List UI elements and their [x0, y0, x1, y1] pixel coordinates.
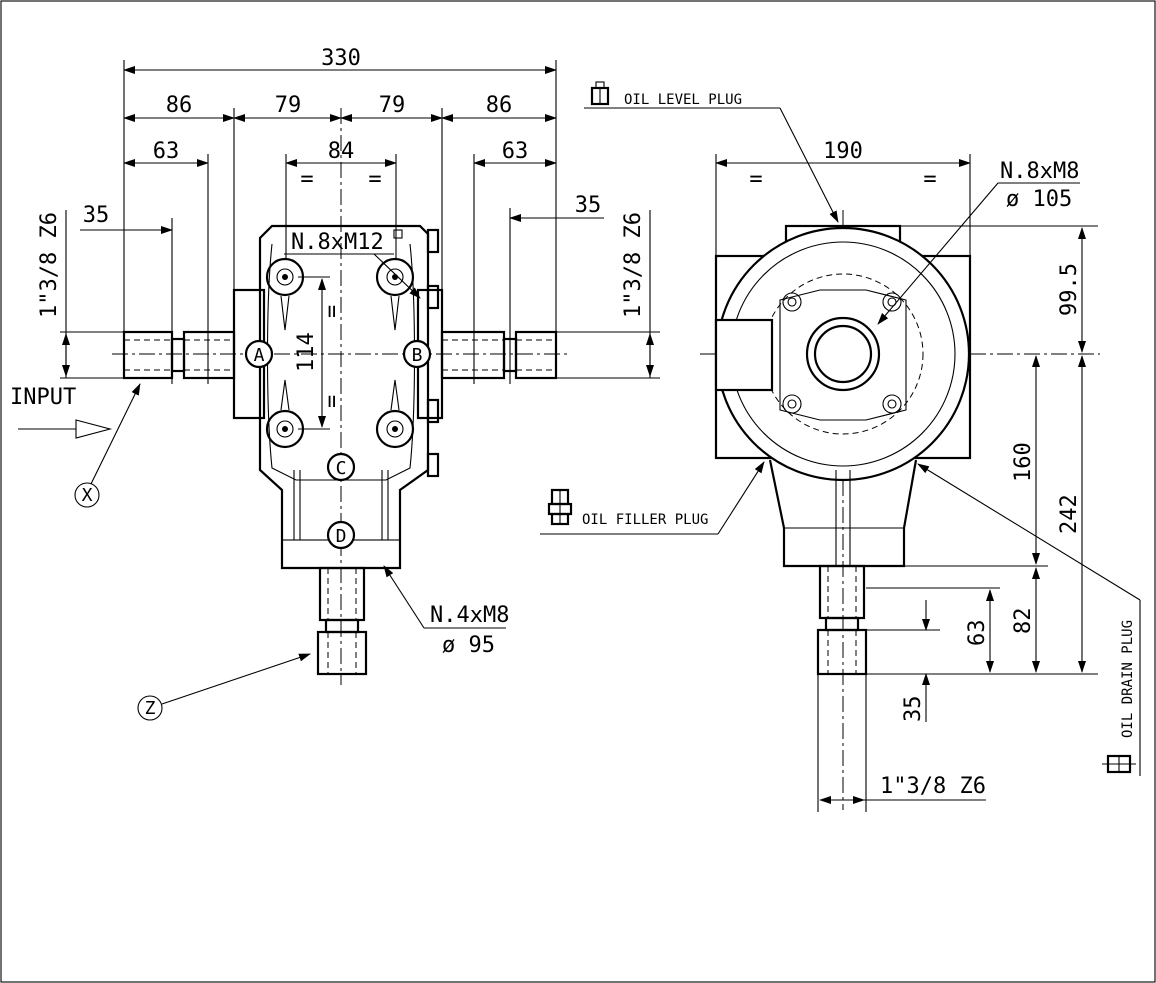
svg-text:D: D	[336, 526, 347, 547]
svg-text:=: =	[320, 305, 345, 318]
dim-35-left: 35	[80, 203, 173, 384]
front-view: A B C D 330 86 79	[10, 46, 660, 721]
svg-text:X: X	[82, 485, 93, 506]
svg-text:1"3/8 Z6: 1"3/8 Z6	[880, 774, 986, 799]
oil-level-plug-icon	[590, 81, 610, 106]
dim-right-shaft-spec: 1"3/8 Z6	[556, 210, 660, 379]
svg-text:330: 330	[321, 46, 361, 71]
callout-bottom-bolts: N.4xM8 ø 95	[383, 565, 509, 658]
dim-242: 242	[1057, 355, 1086, 673]
side-view: 190 = = N.8xM8 ø 105 99.5 160 242	[700, 139, 1100, 812]
svg-text:190: 190	[823, 139, 863, 164]
svg-text:82: 82	[1011, 608, 1036, 635]
port-a: A	[244, 339, 274, 369]
svg-text:=: =	[923, 167, 936, 192]
dim-86-79-79-86: 86 79 79 86	[123, 93, 557, 290]
dim-35-right: 35	[509, 193, 604, 384]
svg-text:ø 95: ø 95	[442, 633, 495, 658]
dim-190: 190 = =	[715, 139, 971, 256]
side-bolt-hole-tl	[782, 292, 802, 312]
svg-text:OIL FILLER PLUG: OIL FILLER PLUG	[582, 512, 708, 528]
svg-text:OIL DRAIN PLUG: OIL DRAIN PLUG	[1120, 620, 1136, 738]
svg-text:B: B	[412, 345, 423, 366]
svg-text:=: =	[320, 395, 345, 408]
port-c: C	[326, 452, 356, 482]
svg-text:OIL LEVEL PLUG: OIL LEVEL PLUG	[624, 92, 742, 108]
dim-left-shaft-spec: 1"3/8 Z6	[37, 210, 124, 379]
svg-text:35: 35	[575, 193, 602, 218]
svg-text:160: 160	[1011, 442, 1036, 482]
svg-text:A: A	[254, 345, 265, 366]
svg-text:84: 84	[328, 139, 355, 164]
dim-35-side: 35	[866, 600, 940, 722]
dim-99-5: 99.5	[900, 225, 1098, 353]
side-bolt-hole-bl	[782, 394, 802, 414]
svg-text:C: C	[336, 458, 347, 479]
dim-330: 330	[123, 46, 557, 332]
side-bolt-hole-tr	[882, 292, 902, 312]
svg-text:N.8xM12: N.8xM12	[291, 230, 384, 255]
svg-text:Z: Z	[145, 698, 156, 719]
callout-side-bolts: N.8xM8 ø 105	[877, 159, 1080, 325]
side-bottom-shaft	[816, 564, 868, 676]
bolt-hole-bottom-left	[265, 409, 305, 449]
svg-text:79: 79	[275, 93, 302, 118]
dim-160: 160	[1011, 355, 1040, 565]
oil-drain-plug: OIL DRAIN PLUG	[917, 463, 1141, 776]
svg-text:86: 86	[166, 93, 193, 118]
input-indicator: INPUT	[10, 385, 113, 439]
svg-text:N.8xM8: N.8xM8	[1000, 159, 1079, 184]
oil-level-plug: OIL LEVEL PLUG	[584, 81, 839, 223]
svg-text:ø 105: ø 105	[1006, 187, 1072, 212]
bolt-hole-top-left	[265, 257, 305, 297]
svg-text:114: 114	[294, 332, 319, 372]
svg-text:=: =	[749, 167, 762, 192]
svg-text:1"3/8 Z6: 1"3/8 Z6	[621, 212, 646, 318]
callout-shaft-x: X	[74, 383, 141, 508]
side-boss	[714, 318, 774, 392]
oil-filler-plug: OIL FILLER PLUG	[540, 461, 765, 535]
svg-text:63: 63	[153, 139, 180, 164]
port-b: B	[402, 339, 432, 369]
svg-text:=: =	[368, 167, 381, 192]
svg-text:N.4xM8: N.4xM8	[430, 603, 509, 628]
svg-text:242: 242	[1057, 494, 1082, 534]
svg-text:INPUT: INPUT	[10, 385, 76, 410]
oil-filler-plug-icon	[547, 488, 573, 526]
dim-63-side: 63	[866, 587, 1000, 673]
port-d: D	[326, 520, 356, 550]
svg-text:35: 35	[83, 203, 110, 228]
svg-text:86: 86	[486, 93, 513, 118]
oil-drain-plug-icon	[1102, 754, 1136, 774]
left-input-shaft	[122, 330, 236, 380]
callout-shaft-z: Z	[137, 653, 311, 721]
svg-text:=: =	[300, 167, 313, 192]
svg-text:79: 79	[379, 93, 406, 118]
svg-text:99.5: 99.5	[1057, 263, 1082, 316]
side-bore-inner	[813, 324, 873, 384]
svg-text:63: 63	[965, 620, 990, 647]
dim-82: 82	[866, 565, 1098, 675]
dim-bottom-shaft-spec: 1"3/8 Z6	[817, 674, 986, 812]
bolt-hole-top-right	[375, 257, 415, 297]
svg-text:1"3/8 Z6: 1"3/8 Z6	[37, 212, 62, 318]
bolt-hole-bottom-right	[375, 409, 415, 449]
callout-front-bolts: N.8xM12	[284, 229, 421, 299]
side-bore-outer	[805, 316, 881, 392]
svg-text:35: 35	[901, 696, 926, 723]
svg-text:63: 63	[502, 139, 529, 164]
right-output-shaft	[440, 330, 558, 380]
side-bolt-hole-br	[882, 394, 902, 414]
dim-114: 114 = =	[294, 276, 345, 430]
dim-63-84-63: 63 84 63 = =	[123, 139, 557, 384]
bottom-shaft	[316, 566, 368, 676]
